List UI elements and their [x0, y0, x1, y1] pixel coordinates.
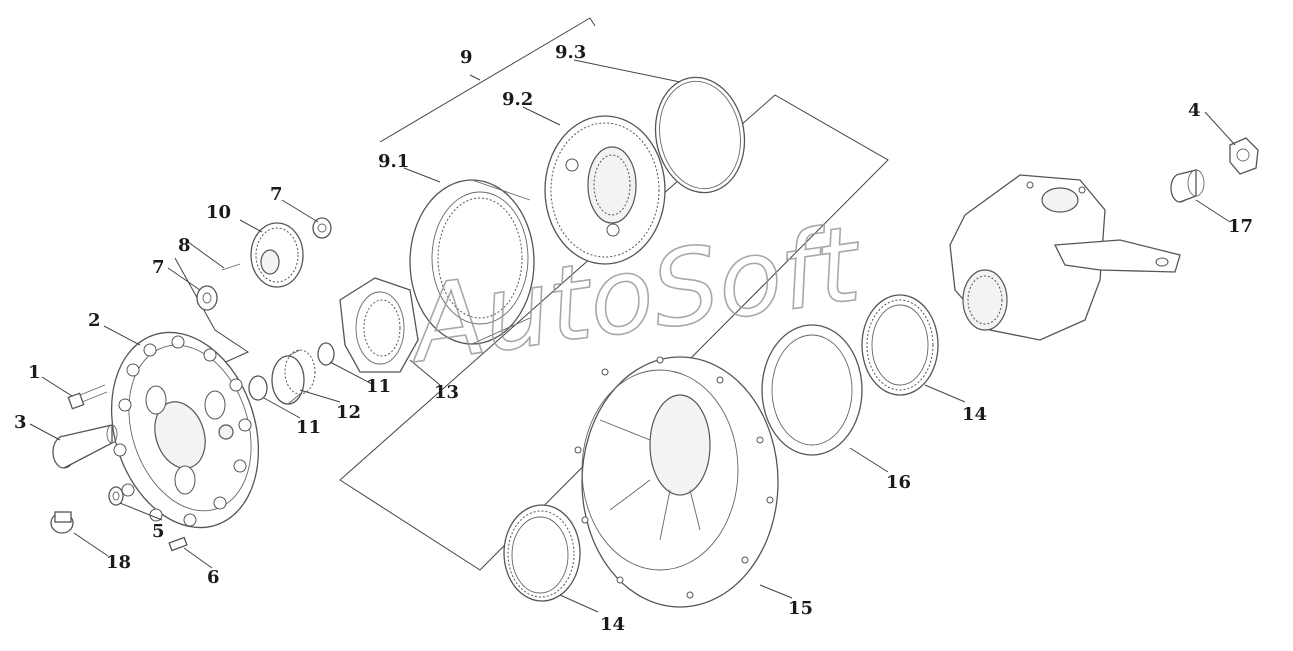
part-16-seal: [761, 324, 863, 456]
part-14-bearing-lower: [503, 504, 581, 602]
callout-7-upper: 7: [270, 184, 283, 205]
part-7-thrust-washer-upper: [312, 217, 332, 239]
callout-labels: 1 2 3 4 5 6 7 7 8 9 9.1 9.2 9.3 10 11 11…: [14, 42, 1253, 635]
callout-10: 10: [206, 202, 231, 223]
part-17-bushing: [1170, 169, 1205, 203]
assembly-bracket-9: [379, 17, 596, 143]
callout-3: 3: [14, 412, 27, 433]
part-11-snap-ring-right: [317, 342, 335, 366]
callout-14-upper: 14: [962, 404, 987, 425]
part-9-3-o-ring: [654, 76, 746, 194]
part-11-snap-ring-left: [248, 375, 268, 401]
assembly-bracket-2: [174, 257, 250, 371]
callout-1: 1: [28, 362, 41, 383]
callout-5: 5: [152, 521, 165, 542]
part-4-nut: [1229, 137, 1259, 175]
callout-2: 2: [88, 310, 101, 331]
callout-8: 8: [178, 235, 191, 256]
callout-4: 4: [1188, 100, 1201, 121]
part-8-needle: [221, 263, 241, 271]
callout-11-left: 11: [296, 417, 321, 438]
callout-9-3: 9.3: [555, 42, 586, 63]
callout-7-lower: 7: [152, 257, 165, 278]
callout-12: 12: [336, 402, 361, 423]
part-13-ring-gear-hub: [339, 277, 419, 373]
part-15-wheel-hub: [574, 356, 779, 608]
callout-6: 6: [207, 567, 220, 588]
part-6-dowel: [168, 536, 188, 552]
part-9-2-ring-gear-carrier: [544, 115, 666, 265]
callout-16: 16: [886, 472, 911, 493]
callout-17: 17: [1228, 216, 1253, 237]
part-7-thrust-washer-lower: [196, 285, 218, 311]
callout-11-right: 11: [366, 376, 391, 397]
callout-13: 13: [434, 382, 459, 403]
part-5-washer: [108, 486, 124, 506]
part-18-plug: [50, 511, 74, 534]
callout-14-lower: 14: [600, 614, 625, 635]
part-3-pin: [52, 424, 118, 469]
callout-15: 15: [788, 598, 813, 619]
part-12-sun-gear: [271, 349, 316, 405]
callout-18: 18: [106, 552, 131, 573]
callout-9-2: 9.2: [502, 89, 533, 110]
callout-9: 9: [460, 47, 473, 68]
leader-lines: [29, 59, 1236, 613]
part-2-planet-carrier: [110, 331, 260, 529]
part-9-1-ring-gear: [409, 179, 535, 345]
part-1-bolt: [67, 384, 108, 410]
callout-9-1: 9.1: [378, 151, 409, 172]
part-10-planet-gear: [250, 222, 304, 288]
part-14-bearing-upper: [861, 294, 939, 396]
steering-knuckle-housing: [949, 174, 1181, 341]
